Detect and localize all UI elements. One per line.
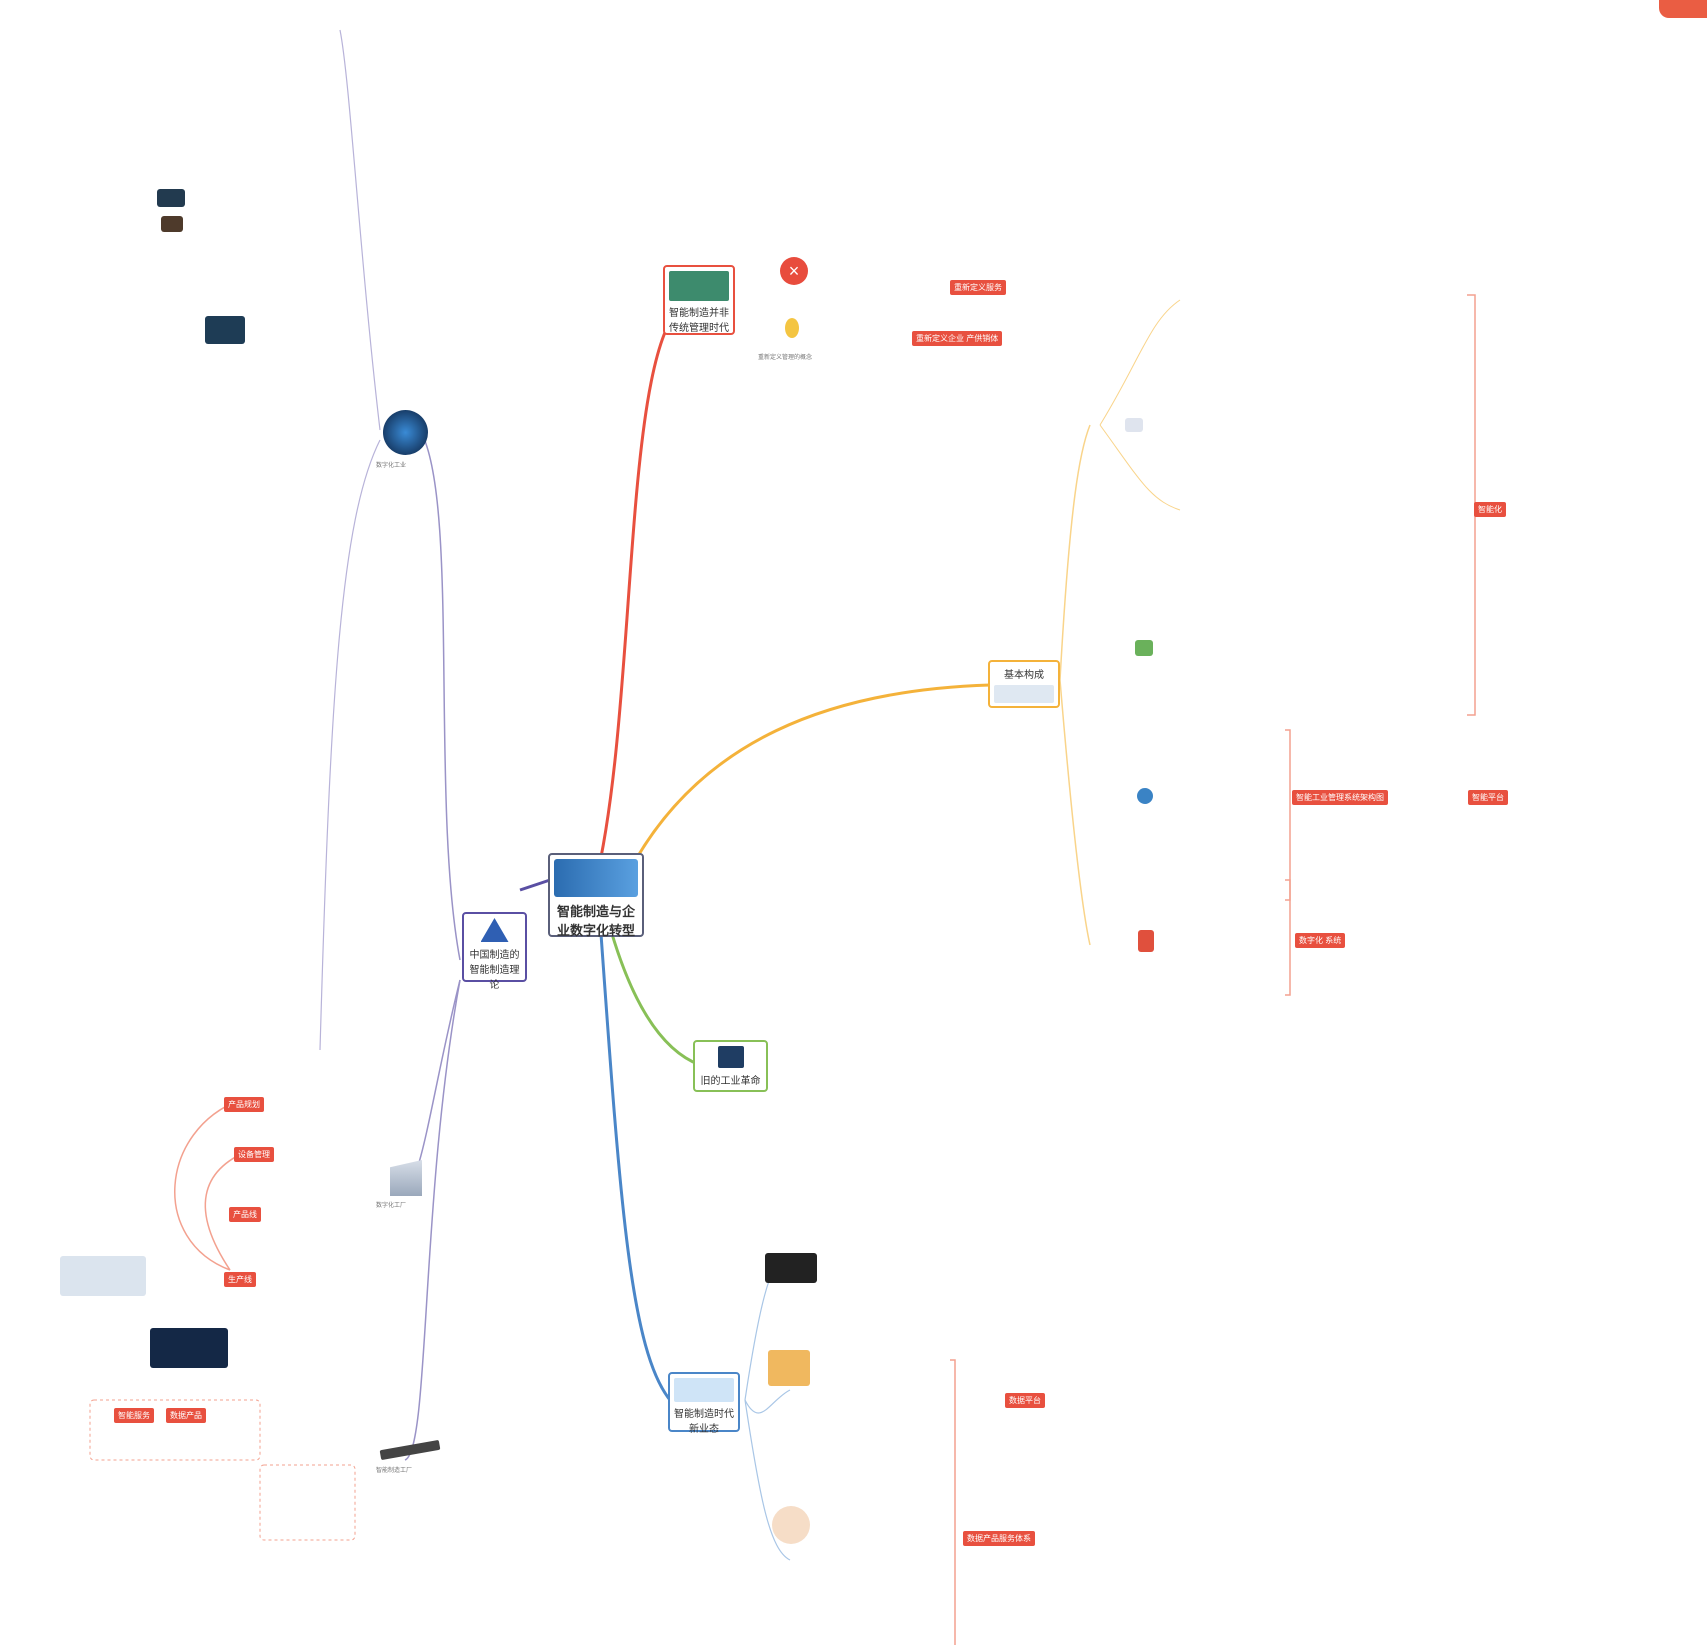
icon-thumbnail [1125, 418, 1143, 432]
red-tag[interactable]: 设备管理 [234, 1147, 274, 1162]
old-industry-node[interactable]: 旧的工业革命 [693, 1040, 768, 1092]
new-era-label: 智能制造时代新业态 [674, 1409, 734, 1435]
icon-thumbnail [1135, 640, 1153, 656]
base-illustration [994, 685, 1054, 703]
red-tag[interactable]: 产品规划 [224, 1097, 264, 1112]
red-tag[interactable]: 数据产品 [166, 1408, 206, 1423]
red-tag[interactable]: 数据产品服务体系 [963, 1531, 1035, 1546]
red-tag[interactable]: 智能服务 [114, 1408, 154, 1423]
group-logo-icon [480, 918, 509, 942]
red-tag[interactable]: 数据平台 [1005, 1393, 1045, 1408]
image-thumbnail [150, 1328, 228, 1368]
top-branch-thumbnail [669, 271, 729, 301]
digital-industry-label: 数字化工业 [376, 463, 407, 469]
group-label: 中国制造的智能制造理论 [469, 950, 520, 991]
globe-icon [1137, 788, 1153, 804]
close-icon: × [780, 257, 808, 285]
group-node[interactable]: 中国制造的智能制造理论 [462, 912, 527, 991]
red-tag[interactable]: 智能平台 [1468, 790, 1508, 805]
center-illustration [554, 859, 638, 897]
old-industry-label: 旧的工业革命 [700, 1076, 761, 1087]
image-thumbnail [60, 1256, 146, 1296]
top-branch-node[interactable]: 智能制造并非传统管理时代 [663, 265, 735, 335]
new-era-node[interactable]: 智能制造时代新业态 [668, 1372, 740, 1435]
corner-tab[interactable] [1659, 0, 1707, 18]
smart-factory-label: 智能制造工厂 [376, 1468, 413, 1474]
red-tag[interactable]: 产品线 [229, 1207, 261, 1222]
image-thumbnail [157, 189, 185, 207]
red-tag[interactable]: 生产线 [224, 1272, 256, 1287]
digital-factory-label: 数字化工厂 [376, 1203, 407, 1209]
old-industry-icon [717, 1046, 744, 1068]
base-node[interactable]: 基本构成 [988, 660, 1060, 708]
image-thumbnail [765, 1253, 817, 1283]
image-thumbnail [161, 216, 183, 232]
digital-industry-icon [383, 410, 428, 455]
center-title: 智能制造与企业数字化转型 [556, 904, 635, 938]
robot-arm-icon [1138, 930, 1154, 952]
new-era-illustration [674, 1378, 734, 1402]
red-tag[interactable]: 数字化 系统 [1295, 933, 1346, 948]
digital-factory-icon [390, 1160, 422, 1196]
base-label: 基本构成 [1004, 670, 1044, 681]
red-tag[interactable]: 重新定义企业 产供销体 [912, 331, 1003, 346]
red-tag[interactable]: 重新定义服务 [950, 280, 1006, 295]
lightbulb-icon [785, 318, 799, 338]
image-thumbnail [205, 316, 245, 344]
top-sub-label: 重新定义管理的概念 [758, 355, 813, 361]
image-thumbnail [768, 1350, 810, 1386]
image-thumbnail [772, 1506, 810, 1544]
red-tag[interactable]: 智能化 [1474, 502, 1506, 517]
top-branch-label: 智能制造并非传统管理时代 [669, 308, 729, 334]
red-tag[interactable]: 智能工业管理系统架构图 [1292, 790, 1388, 805]
center-node[interactable]: 智能制造与企业数字化转型 [548, 853, 644, 938]
